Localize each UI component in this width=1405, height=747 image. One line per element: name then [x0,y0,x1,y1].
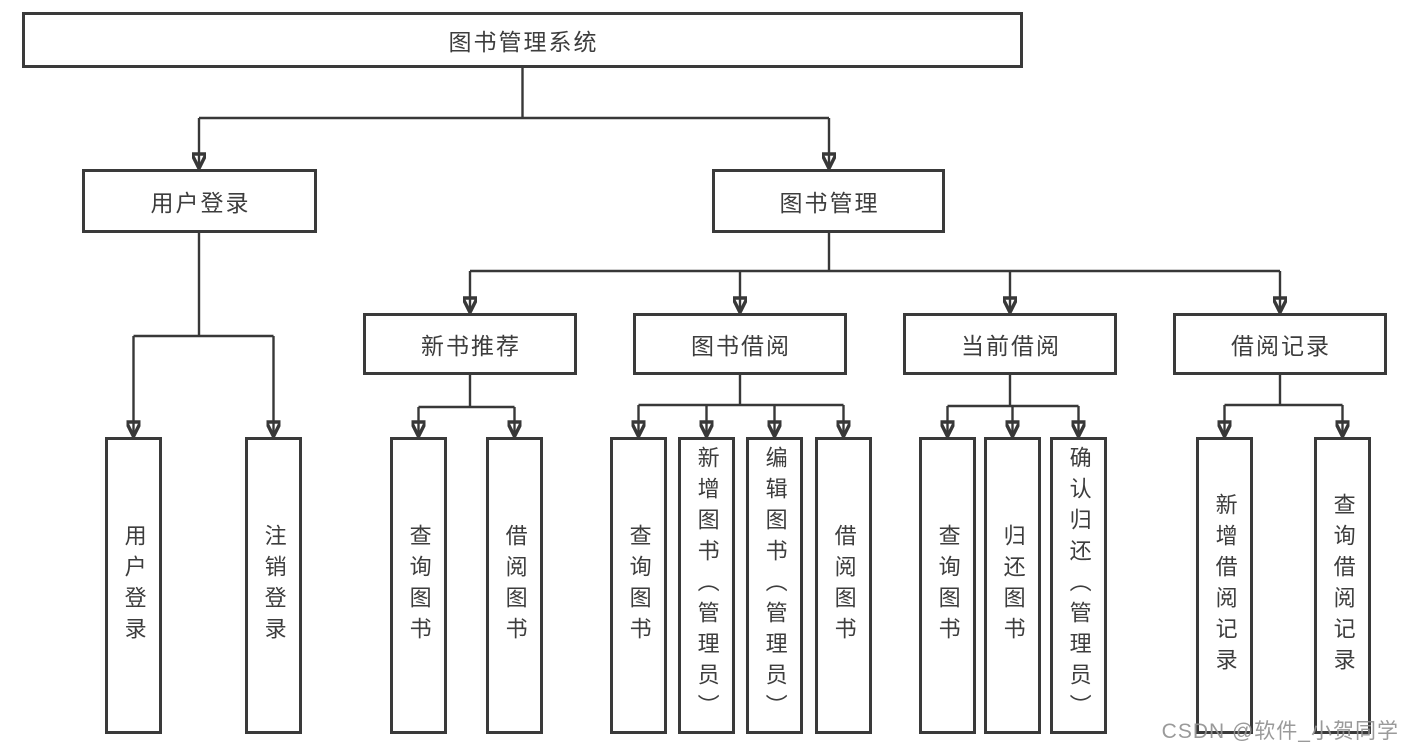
leaf-recommend-borrow-books: 借阅图书 [486,437,543,734]
node-new-book-recommend: 新书推荐 [363,313,577,375]
connector-current-borrowing [947,375,1079,408]
node-label: 当前借阅 [961,333,1061,359]
node-label: 图书管理系统 [448,29,599,55]
connector-user-login [133,233,274,338]
node-borrowing-records: 借阅记录 [1173,313,1387,375]
leaf-current-query-books: 查询图书 [919,437,976,734]
csdn-watermark: CSDN @软件_小贺同学 [1161,720,1399,743]
connector-book-management [470,233,1280,273]
leaf-records-query-borrow-record: 查询借阅记录 [1314,437,1371,734]
node-label: 查询图书 [406,523,432,648]
node-user-login: 用户登录 [82,169,317,233]
node-label: 注销登录 [261,523,287,648]
node-current-borrowing: 当前借阅 [903,313,1117,375]
node-book-management: 图书管理 [712,169,945,233]
leaf-recommend-query-books: 查询图书 [390,437,447,734]
leaf-current-return-books: 归还图书 [984,437,1041,734]
leaf-borrowing-edit-books-admin: 编辑图书（管理员） [746,437,803,734]
connector-book-borrowing [638,375,844,407]
node-label: 新书推荐 [421,333,521,359]
node-label: 查询图书 [935,523,961,648]
node-label: 用户登录 [121,523,147,648]
node-label: 借阅图书 [831,523,857,648]
leaf-current-confirm-return-admin: 确认归还（管理员） [1050,437,1107,734]
node-label: 用户登录 [150,190,251,216]
node-label: 归还图书 [1000,523,1026,648]
node-label: 图书借阅 [691,333,791,359]
node-label: 借阅记录 [1231,333,1331,359]
leaf-borrowing-borrow-books: 借阅图书 [815,437,872,734]
node-label: 查询图书 [626,523,652,648]
node-label: 新增借阅记录 [1212,492,1238,679]
node-label: 图书管理 [779,190,880,216]
node-label: 查询借阅记录 [1330,492,1356,679]
node-label: 确认归还（管理员） [1066,446,1092,725]
node-library-management-system: 图书管理系统 [22,12,1023,68]
connector-root [199,68,829,120]
leaf-borrowing-query-books: 查询图书 [610,437,667,734]
node-label: 新增图书（管理员） [694,446,720,725]
leaf-logout: 注销登录 [245,437,302,734]
leaf-borrowing-add-books-admin: 新增图书（管理员） [678,437,735,734]
node-book-borrowing: 图书借阅 [633,313,847,375]
node-label: 借阅图书 [502,523,528,648]
connector-new-book-recommend [418,375,515,409]
connector-borrowing-records [1224,375,1343,407]
node-label: 编辑图书（管理员） [762,446,788,725]
leaf-user-login: 用户登录 [105,437,162,734]
leaf-records-add-borrow-record: 新增借阅记录 [1196,437,1253,734]
